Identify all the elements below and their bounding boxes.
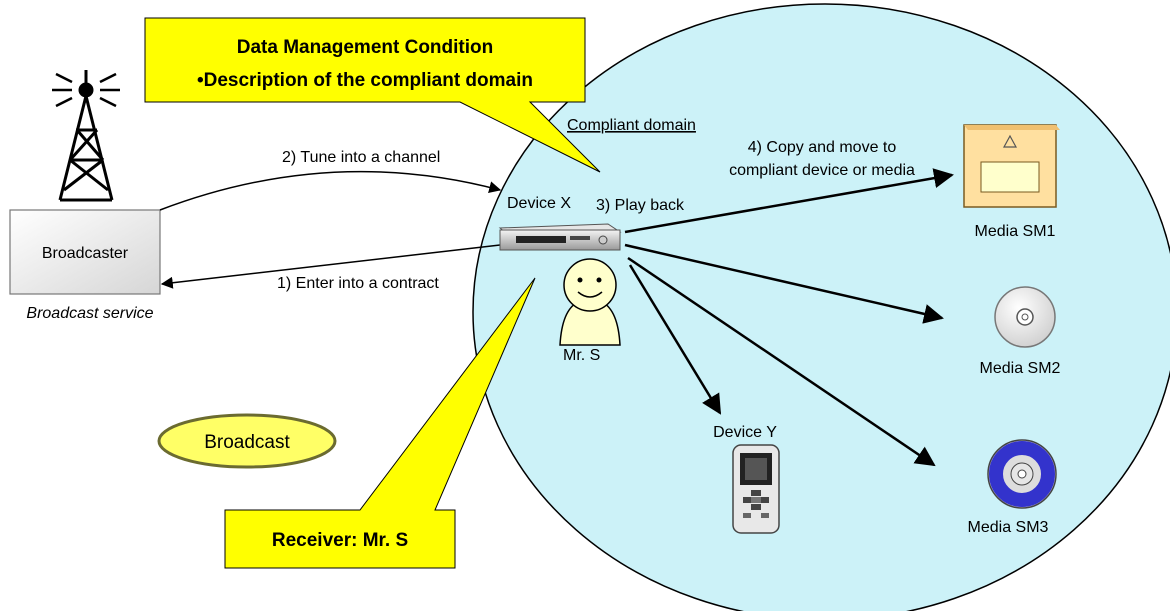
arrow-to-sm3: [627, 256, 936, 467]
media-sm3-icon: [987, 439, 1057, 509]
media-sm1-label: Media SM1: [975, 223, 1056, 240]
person-mr-s-label: Mr. S: [563, 347, 600, 364]
media-sm1-icon: [963, 124, 1060, 208]
device-y-label: Device Y: [713, 424, 777, 441]
callout-description: •Description of the compliant domain: [197, 70, 533, 91]
device-y-icon: [732, 444, 780, 534]
broadcast-tower-icon: [52, 70, 120, 202]
callout-title: Data Management Condition: [237, 37, 494, 58]
broadcast-badge-label: Broadcast: [204, 432, 290, 453]
arrow-to-sm2: [624, 243, 944, 324]
arrow-tune-channel-label: 2) Tune into a channel: [282, 149, 440, 166]
arrow-copy-label-1: 4) Copy and move to: [748, 139, 897, 156]
broadcaster-caption: Broadcast service: [26, 305, 153, 322]
person-mr-s-icon: [559, 258, 621, 346]
receiver-callout: Receiver: Mr. S: [224, 277, 536, 569]
device-x-label: Device X: [507, 195, 571, 212]
arrow-copy-label-2: compliant device or media: [729, 162, 915, 179]
media-sm2-icon: [994, 286, 1056, 348]
broadcaster-box: Broadcaster: [9, 209, 161, 295]
device-x-icon: [498, 223, 622, 251]
broadcast-badge: Broadcast: [157, 413, 337, 469]
broadcaster-label: Broadcaster: [42, 245, 129, 262]
media-sm2-label: Media SM2: [980, 360, 1061, 377]
media-sm3-label: Media SM3: [968, 519, 1049, 536]
arrow-tune-channel: [159, 170, 502, 211]
arrow-to-device-y: [628, 264, 722, 415]
arrow-playback-label: 3) Play back: [596, 197, 685, 214]
compliant-domain-label: Compliant domain: [567, 117, 696, 134]
arrow-to-sm1: [624, 168, 954, 234]
receiver-label: Receiver: Mr. S: [272, 530, 408, 551]
arrow-enter-contract: [160, 244, 501, 289]
arrow-enter-contract-label: 1) Enter into a contract: [277, 275, 439, 292]
data-management-callout: Data Management Condition •Description o…: [144, 17, 601, 173]
